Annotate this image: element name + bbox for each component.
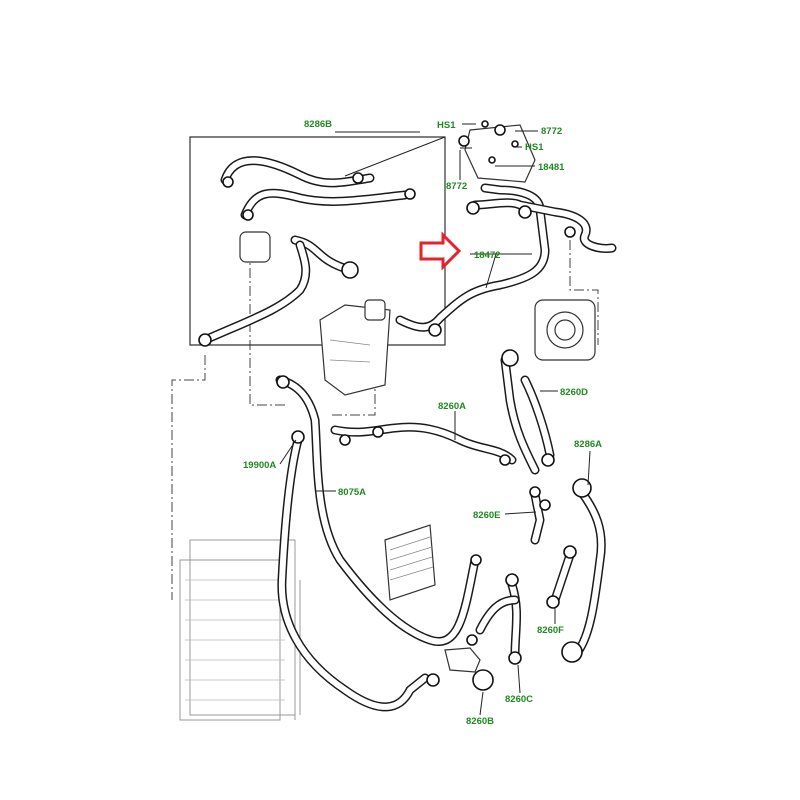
label-8260c: 8260C (505, 694, 533, 705)
label-8286a: 8286A (574, 439, 602, 450)
hose-19900a (277, 430, 440, 712)
hose-8286b (198, 156, 416, 347)
hose-8260a (330, 422, 517, 466)
label-8260f: 8260F (537, 625, 564, 636)
oil-cooler (384, 524, 436, 601)
label-8286b: 8286B (304, 119, 332, 130)
label-18481: 18481 (538, 162, 565, 173)
label-hs1-top: HS1 (437, 120, 456, 131)
outlet-8260b (444, 634, 494, 691)
hose-8260d (500, 349, 555, 475)
bracket-18481 (458, 120, 536, 183)
label-8075a: 8075A (338, 487, 366, 498)
label-8772-top: 8772 (541, 126, 562, 137)
label-18472: 18472 (474, 250, 500, 261)
label-8772-bottom: 8772 (446, 181, 467, 192)
label-8260b: 8260B (466, 716, 494, 727)
expansion-tank (319, 299, 391, 396)
hose-8260c (475, 573, 522, 665)
label-8260a: 8260A (438, 401, 466, 412)
inset-box-8286b (189, 136, 446, 346)
highlight-arrow-icon (419, 231, 462, 271)
hose-8286a (561, 478, 606, 663)
label-8260d: 8260D (560, 387, 588, 398)
hose-18472 (395, 183, 617, 337)
label-19900a: 19900A (243, 460, 276, 471)
throttle-body (534, 299, 596, 361)
label-8260e: 8260E (473, 510, 500, 521)
label-hs1-mid: HS1 (525, 142, 544, 153)
hose-8075a (275, 375, 482, 646)
hose-8260f (546, 545, 577, 609)
leader-lines (279, 123, 591, 716)
connector-8260e (529, 486, 551, 545)
